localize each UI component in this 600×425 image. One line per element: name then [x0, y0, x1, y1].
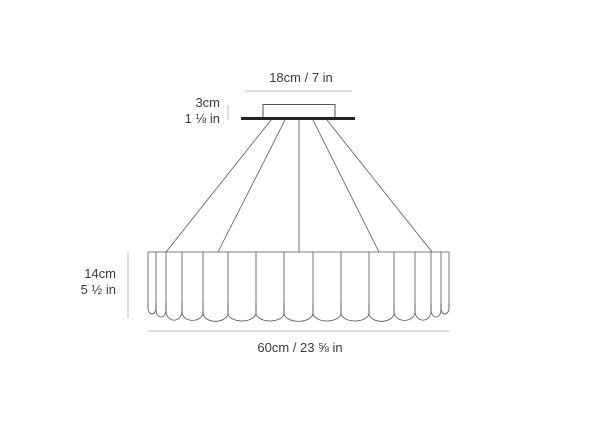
canopy-width-label: 18cm / 7 in	[269, 70, 333, 85]
shade-width-label: 60cm / 23 ⅝ in	[257, 340, 343, 355]
canopy-height-imperial: 1 ⅛ in	[184, 111, 220, 126]
wire	[217, 119, 286, 253]
canopy-cap	[262, 104, 336, 118]
shade	[147, 251, 450, 322]
canopy-height-metric: 3cm	[195, 95, 220, 110]
wire	[312, 119, 380, 253]
shade-height-imperial: 5 ½ in	[80, 282, 116, 297]
suspension-wires	[165, 119, 433, 253]
shade-panel-dividers	[155, 252, 442, 313]
ceiling-plate	[241, 117, 355, 120]
canopy-height-label: 3cm 1 ⅛ in	[150, 95, 220, 127]
shade-scallops	[147, 303, 450, 322]
wire	[326, 119, 433, 253]
shade-height-metric: 14cm	[84, 266, 116, 281]
wire	[165, 119, 272, 253]
shade-height-label: 14cm 5 ½ in	[60, 266, 116, 298]
